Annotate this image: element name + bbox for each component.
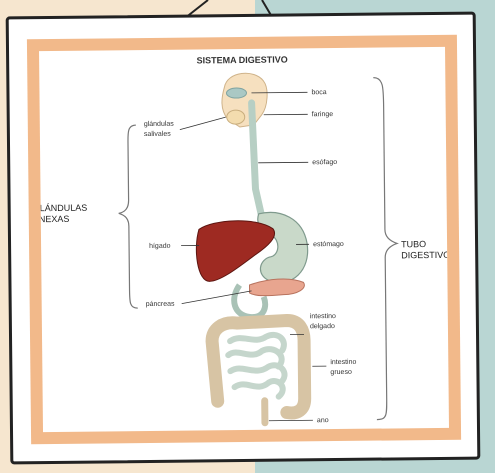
intestino-delgado-shape — [228, 335, 285, 397]
label-intestino-delgado-1: intestino — [310, 313, 336, 320]
label-higado: hígado — [149, 243, 171, 250]
label-tubo-1: TUBO — [401, 239, 426, 249]
label-pancreas: páncreas — [146, 301, 175, 308]
label-faringe: faringe — [312, 111, 334, 118]
label-glandulas-2: salivales — [144, 131, 171, 138]
tubo-digestivo-bracket — [373, 77, 399, 419]
diagram-title: SISTEMA DIGESTIVO — [196, 55, 287, 66]
diagram-picture: SISTEMA DIGESTIVO — [39, 47, 449, 432]
label-anexas-1: GLÁNDULAS — [39, 203, 87, 214]
label-glandulas-1: glándulas — [144, 121, 175, 128]
glandulas-salivales-shape — [227, 110, 245, 124]
label-intestino-delgado-2: delgado — [310, 323, 335, 330]
label-anexas-2: ANEXAS — [39, 214, 69, 224]
label-esofago: esófago — [312, 159, 337, 166]
label-boca: boca — [311, 89, 326, 96]
label-tubo-2: DIGESTIVO — [401, 250, 449, 261]
digestive-system-diagram: SISTEMA DIGESTIVO — [39, 47, 449, 432]
label-estomago: estómago — [313, 241, 344, 248]
label-intestino-grueso-2: grueso — [330, 369, 352, 376]
picture-frame: SISTEMA DIGESTIVO — [6, 12, 481, 465]
picture-mat: SISTEMA DIGESTIVO — [27, 35, 461, 444]
pancreas-shape — [249, 279, 304, 296]
label-ano: ano — [317, 417, 329, 424]
glandulas-anexas-bracket — [118, 125, 138, 308]
label-intestino-grueso-1: intestino — [330, 359, 356, 366]
boca-shape — [226, 88, 246, 98]
